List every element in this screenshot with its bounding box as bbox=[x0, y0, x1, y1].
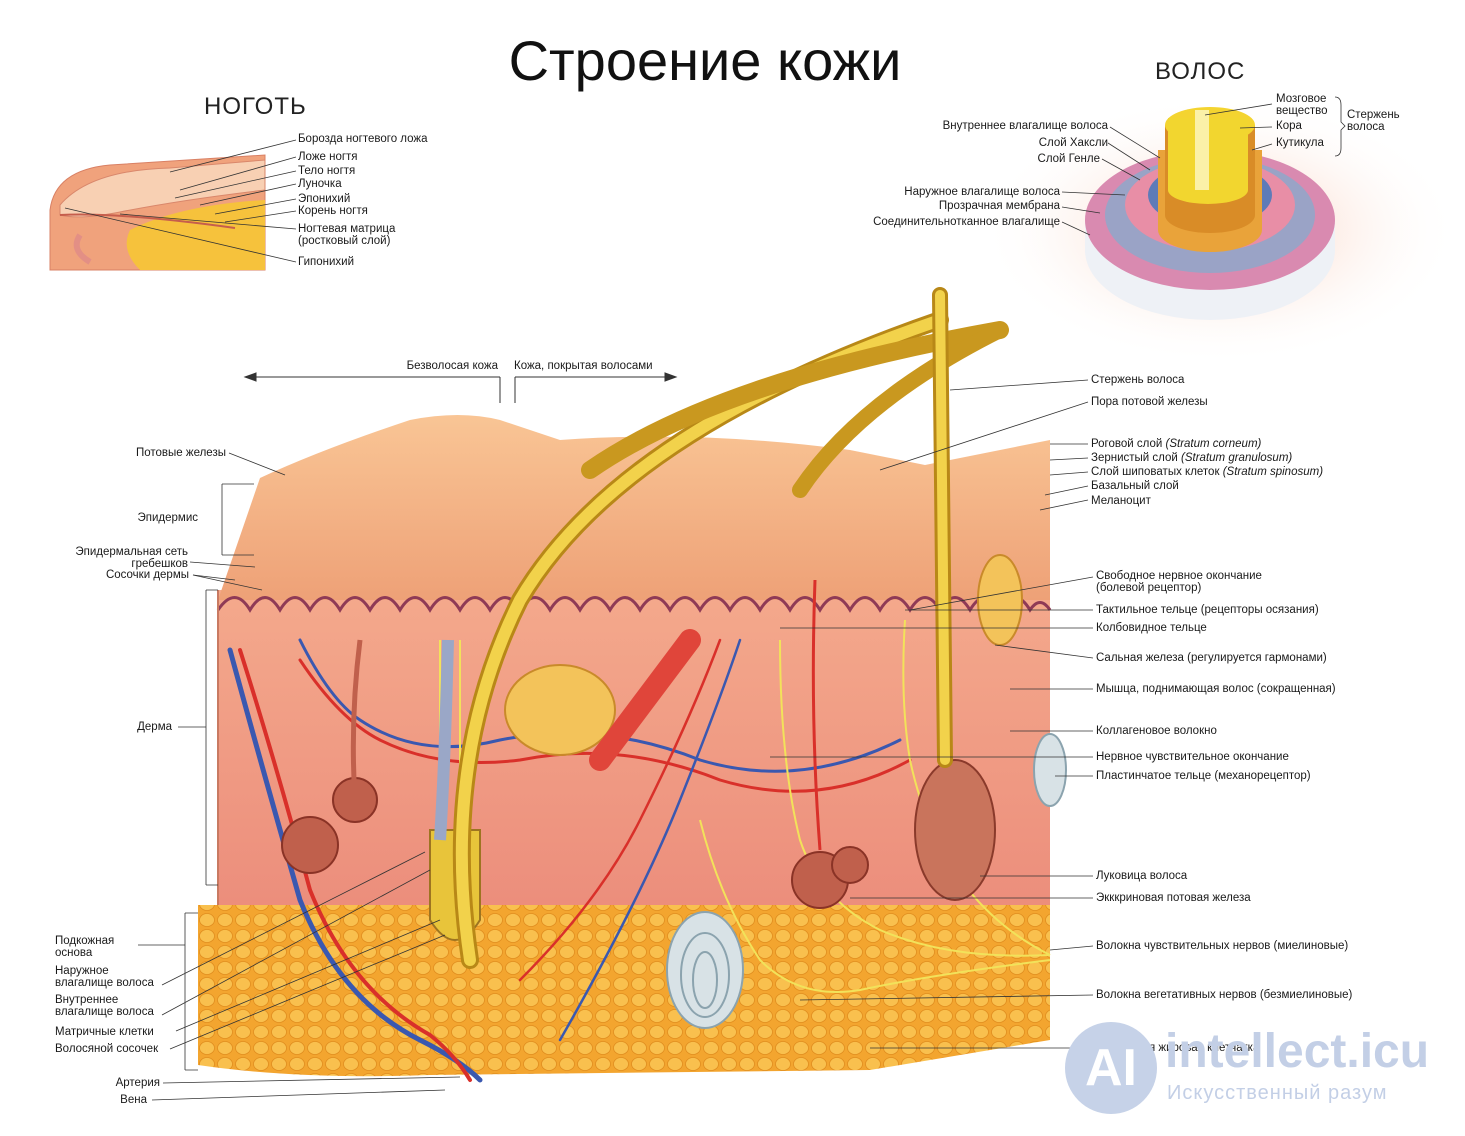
label-tactile-corpuscle: Тактильное тельце (рецепторы осязания) bbox=[1096, 604, 1319, 616]
label-dermal-papillae: Сосочки дермы bbox=[105, 569, 189, 581]
label-artery: Артерия bbox=[115, 1077, 160, 1089]
hair-label-connective-sheath: Соединительнотканное влагалище bbox=[873, 216, 1060, 228]
hair-label-cuticle: Кутикула bbox=[1276, 137, 1324, 149]
page-title: Строение кожи bbox=[508, 29, 902, 92]
hair-label-shaft-group: Стержень волоса bbox=[1347, 109, 1400, 133]
label-eccrine-gland: Экккриновая потовая железа bbox=[1096, 892, 1251, 904]
label-sebaceous-gland: Сальная железа (регулируется гармонами) bbox=[1096, 652, 1327, 664]
label-outer-root-sheath: Наружное влагалище волоса bbox=[55, 965, 154, 989]
label-sweat-pore: Пора потовой железы bbox=[1091, 396, 1208, 408]
blood-vessels bbox=[227, 638, 912, 1083]
label-collagen-fiber: Коллагеновое волокно bbox=[1096, 725, 1217, 737]
label-sweat-glands: Потовые железы bbox=[135, 447, 226, 459]
label-hair-shaft: Стержень волоса bbox=[1091, 374, 1185, 386]
label-vein: Вена bbox=[120, 1094, 147, 1106]
hair-section-title: ВОЛОС bbox=[1155, 58, 1246, 85]
nail-section-title: НОГОТЬ bbox=[204, 93, 307, 120]
arrector-muscle bbox=[589, 629, 701, 771]
hair-label-cortex: Кора bbox=[1276, 120, 1302, 132]
nail-label-eponychium: Эпонихий bbox=[298, 193, 351, 205]
left-leader-lines bbox=[138, 452, 461, 1101]
nail-illustration bbox=[49, 154, 266, 271]
label-free-nerve-ending: Свободное нервное окончание (болевой рец… bbox=[1096, 570, 1262, 594]
label-basal-layer: Базальный слой bbox=[1091, 480, 1179, 492]
hair-label-medulla: Мозговое вещество bbox=[1276, 93, 1328, 117]
label-subcutis: Подкожная основа bbox=[55, 935, 115, 959]
label-hair-papilla: Волосяной сосочек bbox=[55, 1043, 159, 1055]
label-stratum-corneum: Роговой слой (Stratum corneum) bbox=[1091, 438, 1262, 450]
label-hairy-skin: Кожа, покрытая волосами bbox=[514, 360, 653, 372]
label-melanocyte: Меланоцит bbox=[1091, 495, 1151, 507]
hair-label-huxley: Слой Хаксли bbox=[1038, 137, 1108, 149]
hair-cross-section bbox=[980, 95, 1460, 365]
nail-label-hyponychium: Гипонихий bbox=[298, 256, 355, 268]
label-matrix-cells: Матричные клетки bbox=[55, 1026, 154, 1038]
nail-label-bed: Ложе ногтя bbox=[298, 151, 358, 163]
region-arrows bbox=[243, 372, 678, 403]
label-stratum-granulosum: Зернистый слой (Stratum granulosum) bbox=[1091, 452, 1293, 464]
label-bulboid-corpuscle: Колбовидное тельце bbox=[1096, 622, 1207, 634]
watermark-subtitle: Искусственный разум bbox=[1167, 1082, 1388, 1104]
skin-block bbox=[198, 287, 1067, 1083]
label-epidermis: Эпидермис bbox=[137, 512, 199, 524]
hair-label-outer-sheath: Наружное влагалище волоса bbox=[904, 186, 1060, 198]
label-sensory-nerve-ending: Нервное чувствительное окончание bbox=[1096, 751, 1289, 763]
nail-label-body: Тело ногтя bbox=[298, 165, 356, 177]
hair-label-glassy-membrane: Прозрачная мембрана bbox=[938, 200, 1060, 212]
lamellar-corpuscles bbox=[666, 733, 1067, 1029]
label-lamellar-corpuscle: Пластинчатое тельце (механорецептор) bbox=[1096, 770, 1311, 782]
hair-leader-lines bbox=[1061, 96, 1346, 236]
label-arrector-pili: Мышца, поднимающая волос (сокращенная) bbox=[1096, 683, 1336, 695]
right-leader-lines bbox=[770, 379, 1094, 1049]
label-hairless-skin: Безволосая кожа bbox=[406, 360, 498, 372]
watermark: AI intellect.icu Искусственный разум bbox=[1065, 1022, 1445, 1122]
nail-label-root: Корень ногтя bbox=[298, 205, 368, 217]
nail-label-groove: Борозда ногтевого ложа bbox=[298, 133, 428, 145]
label-dermis: Дерма bbox=[137, 721, 172, 733]
label-inner-root-sheath: Внутреннее влагалище волоса bbox=[55, 994, 154, 1018]
hair-shaft-straight bbox=[935, 290, 950, 765]
label-stratum-spinosum: Слой шиповатых клеток (Stratum spinosum) bbox=[1091, 466, 1324, 478]
sebaceous-gland bbox=[504, 664, 616, 756]
label-hair-bulb: Луковица волоса bbox=[1096, 870, 1188, 882]
hair-label-henle: Слой Генле bbox=[1037, 153, 1100, 165]
nail-label-lunula: Луночка bbox=[298, 178, 342, 190]
watermark-logo-icon: AI bbox=[1065, 1022, 1157, 1114]
sweat-glands bbox=[281, 579, 869, 909]
label-epidermal-ridges: Эпидермальная сеть гребешков bbox=[75, 546, 188, 570]
watermark-name: intellect.icu bbox=[1165, 1025, 1430, 1078]
hair-label-inner-sheath: Внутреннее влагалище волоса bbox=[942, 120, 1108, 132]
nail-leader-lines bbox=[64, 139, 297, 263]
label-myelinated-fibers: Волокна чувствительных нервов (миелиновы… bbox=[1096, 940, 1349, 952]
label-unmyelinated-fibers: Волокна вегетативных нервов (безмиелинов… bbox=[1096, 989, 1353, 1001]
nail-label-matrix: Ногтевая матрица (ростковый слой) bbox=[298, 223, 396, 247]
